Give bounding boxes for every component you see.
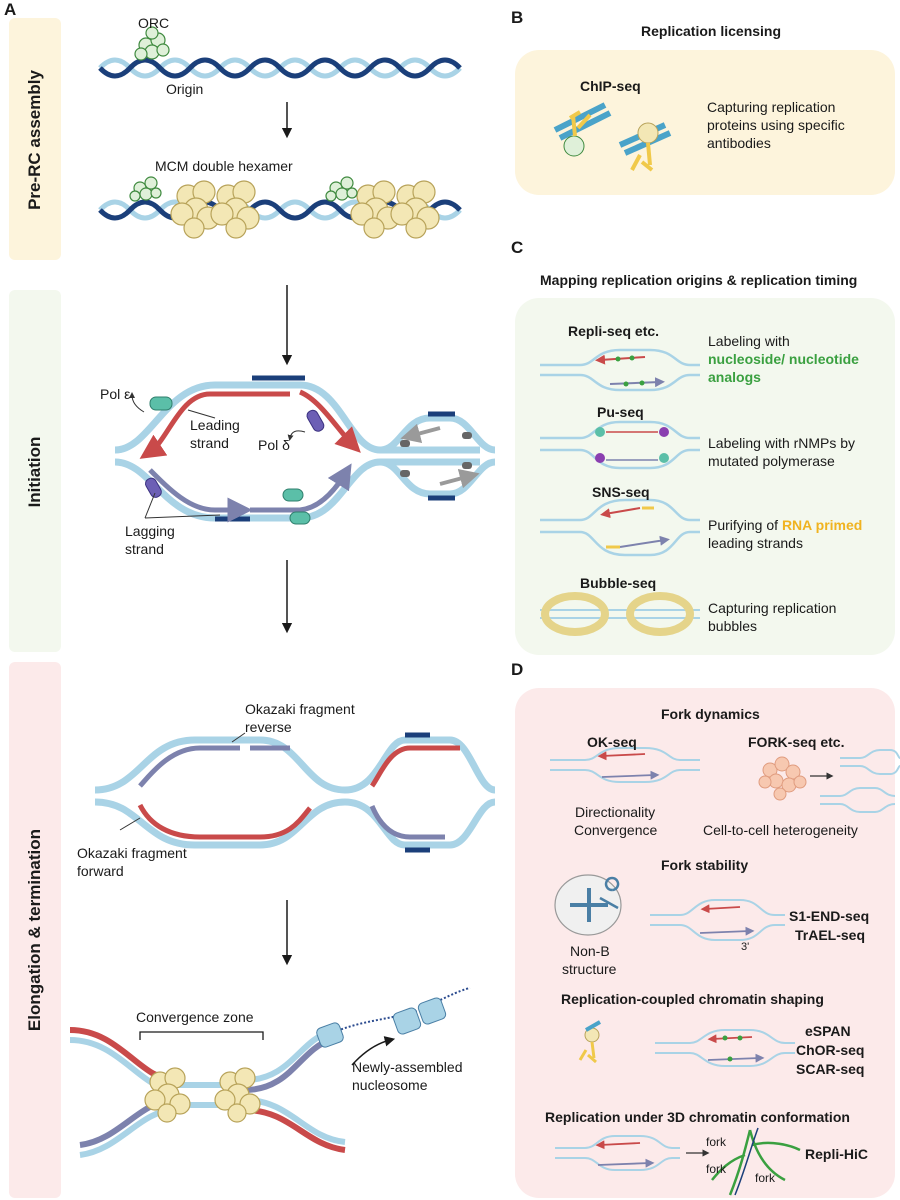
fork-label-3: fork [755,1171,776,1185]
termination-dna [69,1027,346,1158]
lagging-label-2: strand [125,541,164,557]
nucleosomes [316,987,471,1048]
snsseq-desc-1-yellow: RNA primed [781,517,863,533]
bubbleseq-icon [540,592,700,636]
puseq-desc-2: mutated polymerase [708,453,835,469]
repliseq-desc-2: nucleoside/ nucleotide [708,351,859,367]
three-d-chromatin-icon [555,1127,801,1196]
fork-stability-bubble [650,899,785,941]
initiation-bubble-small [379,411,496,501]
chip-seq-label: ChIP-seq [580,78,641,94]
bubbleseq-desc-2: bubbles [708,618,758,634]
three-d-chromatin-title: Replication under 3D chromatin conformat… [545,1109,850,1125]
convergence-label: Convergence [574,822,658,838]
bubbleseq-desc-1: Capturing replication [708,600,837,616]
non-b-structure-icon [554,874,622,936]
mcm-double-hexamer-right [350,180,440,239]
mcm-double-hexamer-left [170,180,260,239]
non-b-label-2: structure [562,961,617,977]
pol-d-pointer [287,430,306,441]
nucleosome-label-2: nucleosome [352,1077,428,1093]
three-prime-label: 3' [741,941,750,953]
directionality-label: Directionality [575,804,656,820]
orc-complex-right [325,176,358,202]
orc-complex-left [129,176,162,202]
trael-seq-label: TrAEL-seq [795,927,866,943]
pol-e-pointer [129,392,145,413]
lagging-pointer-2 [144,514,221,519]
panel-c-title: Mapping replication origins & replicatio… [540,272,858,288]
panel-b-title: Replication licensing [641,23,782,39]
leading-label-2: strand [190,435,229,451]
okazaki-rev-pointer [231,732,246,743]
chromatin-shaping-icon [578,1020,795,1067]
lagging-label-1: Lagging [125,523,175,539]
fork-label-1: fork [706,1135,727,1149]
repliseq-icon [540,348,700,392]
pol-d-label: Pol δ [258,437,290,453]
heterogeneity-label: Cell-to-cell heterogeneity [703,822,858,838]
chip-seq-icon [553,102,672,172]
stage-bar-prerc: Pre-RC assembly [9,18,61,260]
s1end-seq-label: S1-END-seq [789,908,870,924]
snsseq-icon [540,498,700,557]
dna-helix-origin [98,57,462,79]
repli-hic-label: Repli-HiC [805,1146,868,1162]
snsseq-name: SNS-seq [592,484,650,500]
okseq-label: OK-seq [587,734,637,750]
leading-label-1: Leading [190,417,240,433]
nucleosome-label-1: Newly-assembled [352,1059,463,1075]
okazaki-fwd-pointer [119,817,141,831]
snsseq-desc-1-pre: Purifying of [708,517,782,533]
panel-letter-a: A [4,0,17,19]
stage-bar-elongation: Elongation & termination [9,662,61,1198]
convergence-bracket [139,1031,264,1040]
repliseq-desc-3: analogs [708,369,761,385]
origin-label: Origin [166,81,204,97]
espan-label: eSPAN [805,1023,851,1039]
okseq-icon [550,747,700,783]
initiation-bubble-main [114,375,480,525]
okazaki-reverse-label-2: reverse [245,719,292,735]
pol-e-label: Pol ε [100,386,131,402]
fork-label-2: fork [706,1162,727,1176]
leading-pointer [187,409,216,419]
scarseq-label: SCAR-seq [796,1061,865,1077]
okazaki-forward-label-2: forward [77,863,124,879]
fork-seq-icon [758,749,900,813]
puseq-icon [540,420,700,470]
fork-dynamics-title: Fork dynamics [661,706,760,722]
forkseq-label: FORK-seq etc. [748,734,845,750]
chip-seq-desc-2: proteins using specific [707,117,845,133]
chip-seq-desc-3: antibodies [707,135,771,151]
convergence-zone-label: Convergence zone [136,1009,254,1025]
non-b-label-1: Non-B [570,943,610,959]
nucleosome-arrow [351,1036,396,1066]
okazaki-forward-label-1: Okazaki fragment [77,845,187,861]
snsseq-desc-1: Purifying of RNA primed [708,516,862,534]
orc-label: ORC [138,15,170,31]
panel-letter-d: D [511,660,524,679]
repliseq-desc-1: Labeling with [708,333,790,349]
lagging-pointer-1 [144,492,156,519]
mcm-label: MCM double hexamer [155,158,293,174]
panel-b-box [515,50,895,195]
snsseq-desc-2: leading strands [708,535,803,551]
puseq-desc-1: Labeling with rNMPs by [708,435,856,451]
termination-mcm [144,1067,261,1123]
bubbleseq-name: Bubble-seq [580,575,657,591]
panel-letter-b: B [511,8,524,27]
puseq-name: Pu-seq [597,404,644,420]
stage-bar-initiation: Initiation [9,290,61,652]
panel-letter-c: C [511,238,524,257]
okazaki-reverse-label-1: Okazaki fragment [245,701,355,717]
orc-complex [134,26,170,61]
elongation-bubbles [94,732,496,853]
chorseq-label: ChOR-seq [796,1042,865,1058]
chip-seq-desc-1: Capturing replication [707,99,836,115]
fork-stability-title: Fork stability [661,857,749,873]
repliseq-name: Repli-seq etc. [568,323,660,339]
chromatin-shaping-title: Replication-coupled chromatin shaping [561,991,824,1007]
